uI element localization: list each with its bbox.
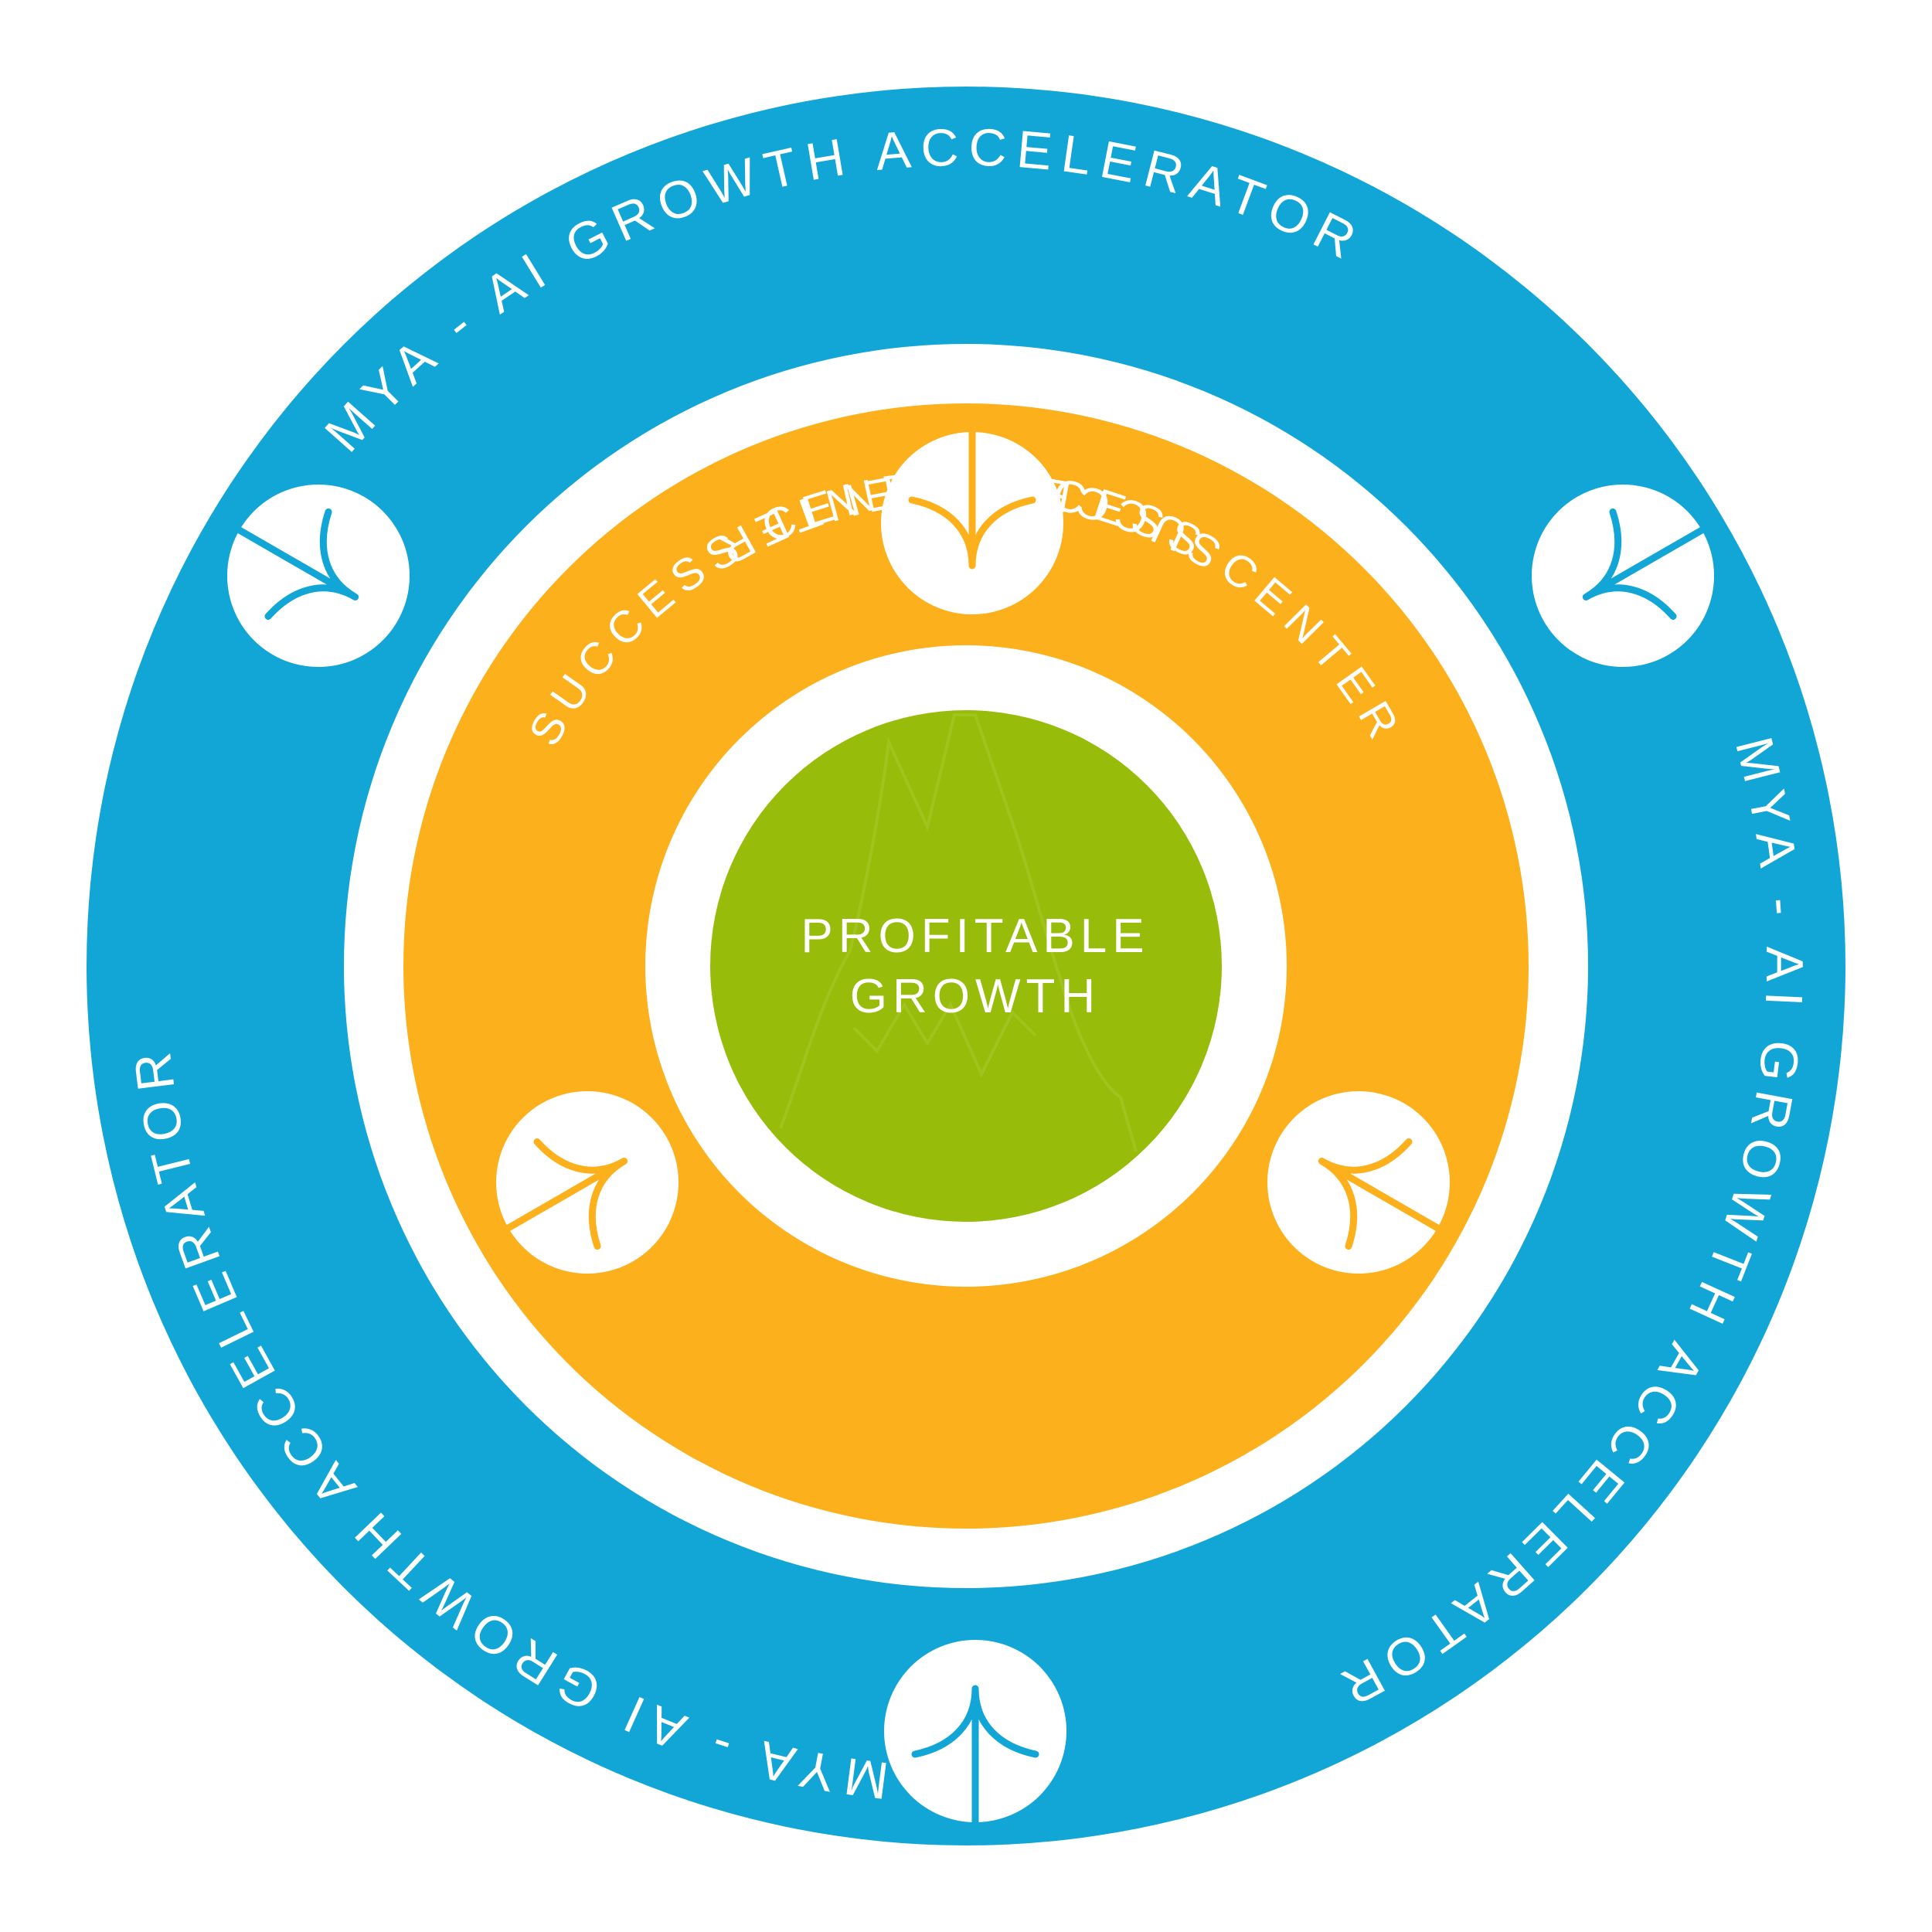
sprout-icon <box>496 1091 679 1274</box>
sprout-glyph <box>1318 1138 1441 1250</box>
sprout-icon <box>884 1640 1066 1826</box>
tree-outline-icon <box>779 713 1138 1152</box>
sprout-glyph <box>505 1138 628 1250</box>
sprout-icon <box>1267 1091 1450 1274</box>
sprout-glyph <box>911 1685 1039 1826</box>
core-title-line2: GROWTH <box>850 970 1100 1023</box>
sprout-glyph <box>908 428 1036 570</box>
core-circle <box>710 710 1222 1222</box>
sprout-glyph <box>236 508 359 621</box>
sprout-icon <box>227 485 410 667</box>
sprout-icon <box>881 428 1063 614</box>
sprout-glyph <box>1582 508 1706 621</box>
core-title-line1: PROFITABLE <box>801 910 1149 963</box>
sprout-icon <box>1532 485 1714 667</box>
